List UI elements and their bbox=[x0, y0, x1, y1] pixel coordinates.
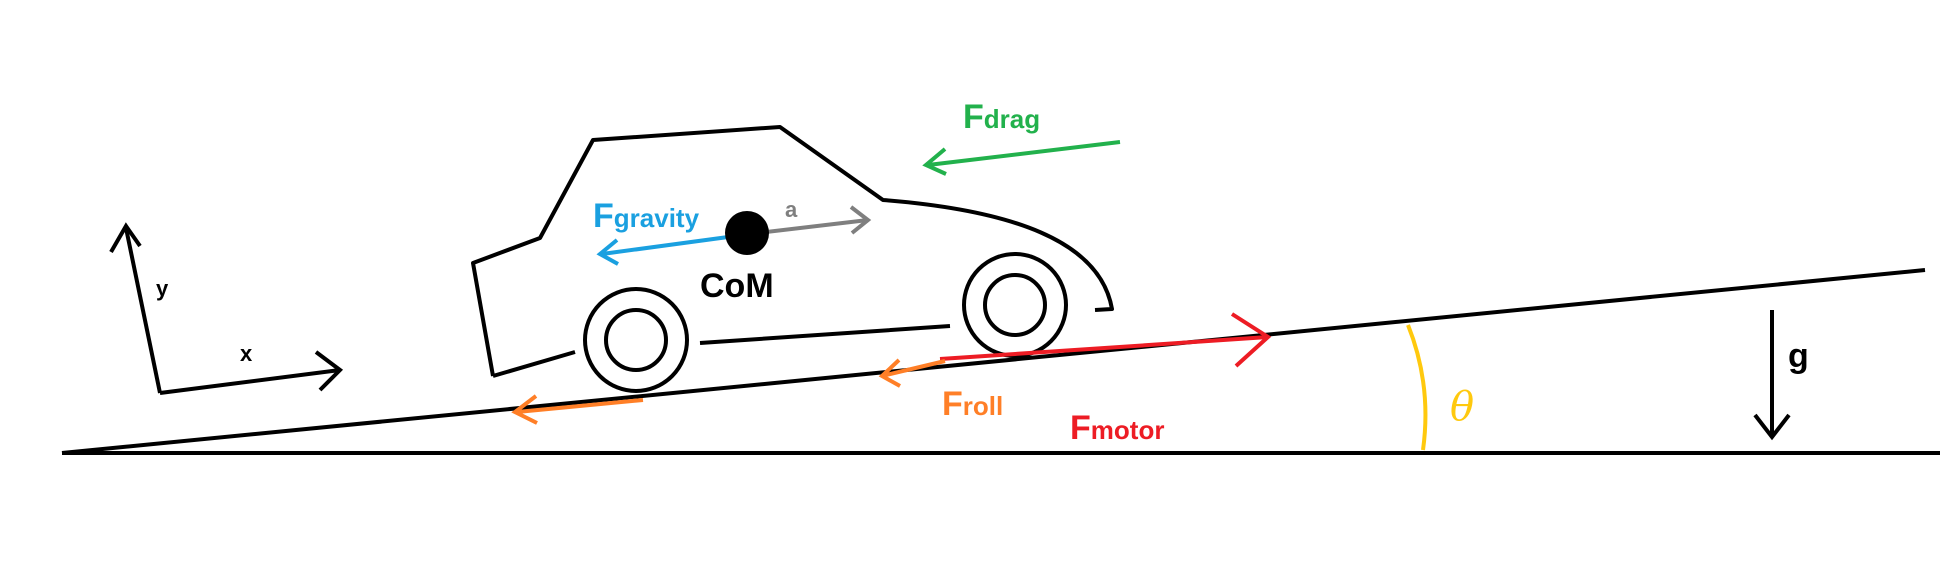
g-direction-arrow bbox=[1753, 310, 1791, 441]
motor-force-label: Fmotor bbox=[1070, 409, 1164, 447]
drag-force-label: Fdrag bbox=[963, 98, 1040, 136]
center-of-mass-label: CoM bbox=[700, 267, 774, 305]
y-axis-label: y bbox=[156, 276, 169, 301]
roll-force-subscript: roll bbox=[963, 391, 1003, 421]
x-axis-label: x bbox=[240, 341, 253, 366]
gravity-force-symbol: F bbox=[593, 197, 614, 235]
roll-force-symbol: F bbox=[942, 385, 963, 423]
gravity-force-arrow bbox=[596, 233, 744, 266]
gravity-force-subscript: gravity bbox=[614, 203, 700, 233]
roll-force-label: Froll bbox=[942, 385, 1003, 423]
x-axis bbox=[159, 368, 341, 395]
coordinate-axes: y x bbox=[109, 222, 344, 395]
center-of-mass-dot bbox=[725, 211, 769, 255]
drag-force-subscript: drag bbox=[984, 104, 1040, 134]
motor-force-arrow bbox=[939, 312, 1272, 368]
acceleration-label: a bbox=[785, 197, 798, 222]
motor-force-symbol: F bbox=[1070, 409, 1091, 447]
g-label: g bbox=[1788, 337, 1809, 375]
x-axis-arrowhead bbox=[314, 350, 344, 392]
acceleration-arrow bbox=[757, 205, 872, 235]
gravity-force-label: Fgravity bbox=[593, 197, 700, 235]
angle-arc bbox=[1406, 324, 1428, 451]
incline-line bbox=[61, 268, 1926, 455]
drag-force-symbol: F bbox=[963, 98, 984, 136]
drag-force-arrow bbox=[922, 140, 1121, 176]
rear-wheel bbox=[583, 287, 689, 393]
roll-force-arrow-front bbox=[878, 358, 946, 388]
roll-force-arrow-rear bbox=[511, 394, 644, 425]
motor-force-subscript: motor bbox=[1091, 415, 1165, 445]
y-axis-arrowhead bbox=[109, 222, 142, 253]
theta-label: θ bbox=[1450, 384, 1474, 430]
front-wheel bbox=[962, 252, 1068, 358]
y-axis bbox=[124, 227, 162, 394]
